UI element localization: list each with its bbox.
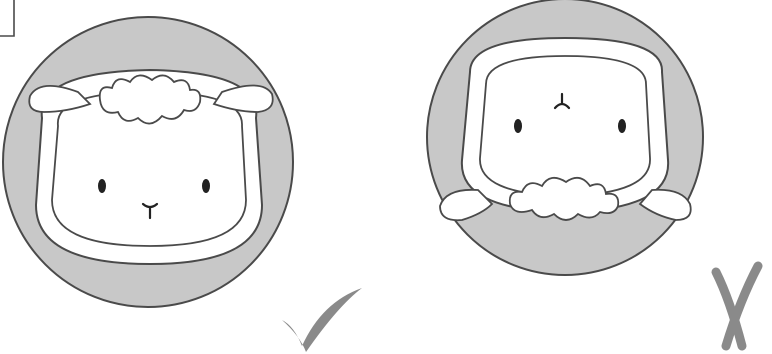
incorrect-orientation-panel bbox=[400, 0, 772, 354]
x-mark-icon bbox=[711, 261, 763, 351]
incorrect-illustration bbox=[426, 0, 763, 351]
right-eye bbox=[618, 119, 626, 133]
left-ear bbox=[28, 85, 92, 113]
left-eye bbox=[514, 119, 522, 133]
left-ear bbox=[439, 188, 494, 222]
right-ear bbox=[212, 84, 274, 113]
mouth bbox=[553, 92, 571, 110]
sheep-head-upright bbox=[28, 68, 274, 266]
right-ear bbox=[638, 188, 692, 221]
corner-bracket bbox=[0, 0, 15, 37]
mouth bbox=[141, 202, 159, 220]
correct-illustration bbox=[2, 16, 362, 352]
correct-orientation-panel bbox=[2, 16, 362, 352]
right-eye bbox=[202, 179, 210, 193]
checkmark-icon bbox=[282, 288, 362, 352]
sheep-head-upside-down bbox=[439, 36, 692, 222]
left-eye bbox=[98, 179, 106, 193]
